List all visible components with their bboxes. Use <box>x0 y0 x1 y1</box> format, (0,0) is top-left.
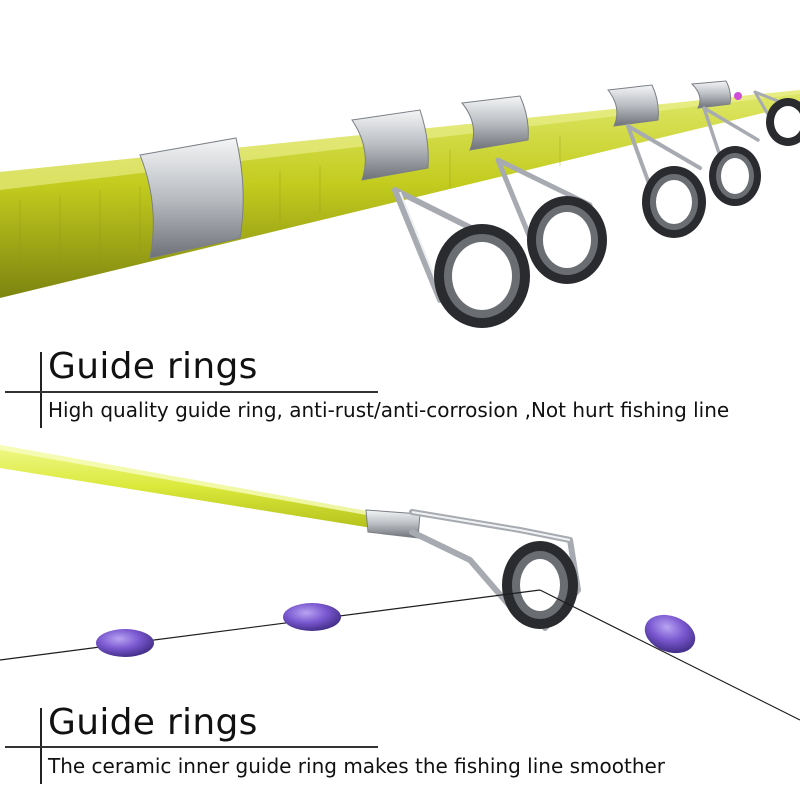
tip-guide-ring <box>409 509 581 631</box>
caption-1-title: Guide rings <box>48 346 258 387</box>
float-3 <box>644 614 696 654</box>
guide-ring-5 <box>753 90 800 146</box>
guide-ring-1 <box>392 187 530 328</box>
caption-1-horizontal-rule <box>5 391 378 393</box>
line-floats <box>96 603 696 657</box>
caption-1-description: High quality guide ring, anti-rust/anti-… <box>48 398 730 422</box>
caption-2-title: Guide rings <box>48 702 258 743</box>
fishing-line <box>0 589 800 721</box>
float-2 <box>283 603 341 631</box>
rod-ferrules <box>139 80 742 259</box>
guide-ring-2 <box>495 157 607 284</box>
caption-1-vertical-rule <box>40 352 42 428</box>
guide-ring-4 <box>702 106 761 206</box>
rod-tip <box>0 445 421 539</box>
caption-2-horizontal-rule <box>5 746 378 748</box>
caption-2-description: The ceramic inner guide ring makes the f… <box>48 754 666 778</box>
float-1 <box>96 629 154 657</box>
guide-ring-3 <box>626 124 706 238</box>
